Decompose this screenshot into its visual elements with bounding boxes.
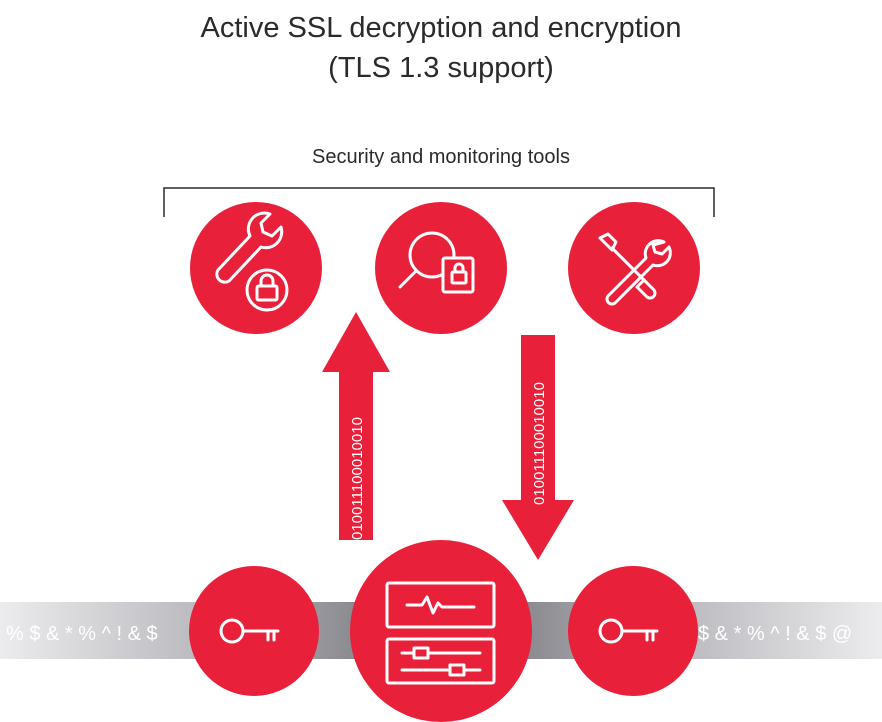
left-cipher-text: % $ & * % ^ ! & $ (6, 623, 158, 645)
magnifier-lock-icon (398, 231, 475, 294)
down-binary-label: 010011100010010 (531, 382, 548, 505)
key-right (568, 566, 698, 696)
up-binary-label: 010011100010010 (349, 417, 366, 540)
key-icon (219, 618, 280, 644)
tool-wrench-lock (190, 202, 322, 334)
arrow-down: 010011100010010 (502, 335, 574, 560)
title-line-1: Active SSL decryption and encryption (200, 12, 682, 44)
appliance-monitor-icon (385, 581, 496, 685)
decryption-appliance (350, 540, 532, 722)
tool-magnifier-lock (375, 202, 507, 334)
tools-group-label: Security and monitoring tools (312, 146, 570, 168)
tools-bracket (163, 187, 715, 217)
page-title: Active SSL decryption and encryption (TL… (0, 8, 882, 88)
tool-screwdriver-wrench (568, 202, 700, 334)
right-cipher-text: $ & * % ^ ! & $ @ (698, 623, 852, 645)
wrench-lock-icon (215, 211, 289, 312)
title-line-2: (TLS 1.3 support) (328, 52, 554, 84)
key-icon (598, 618, 659, 644)
screwdriver-wrench-icon (598, 232, 672, 306)
key-left (189, 566, 319, 696)
arrow-up: 010011100010010 (322, 312, 390, 540)
